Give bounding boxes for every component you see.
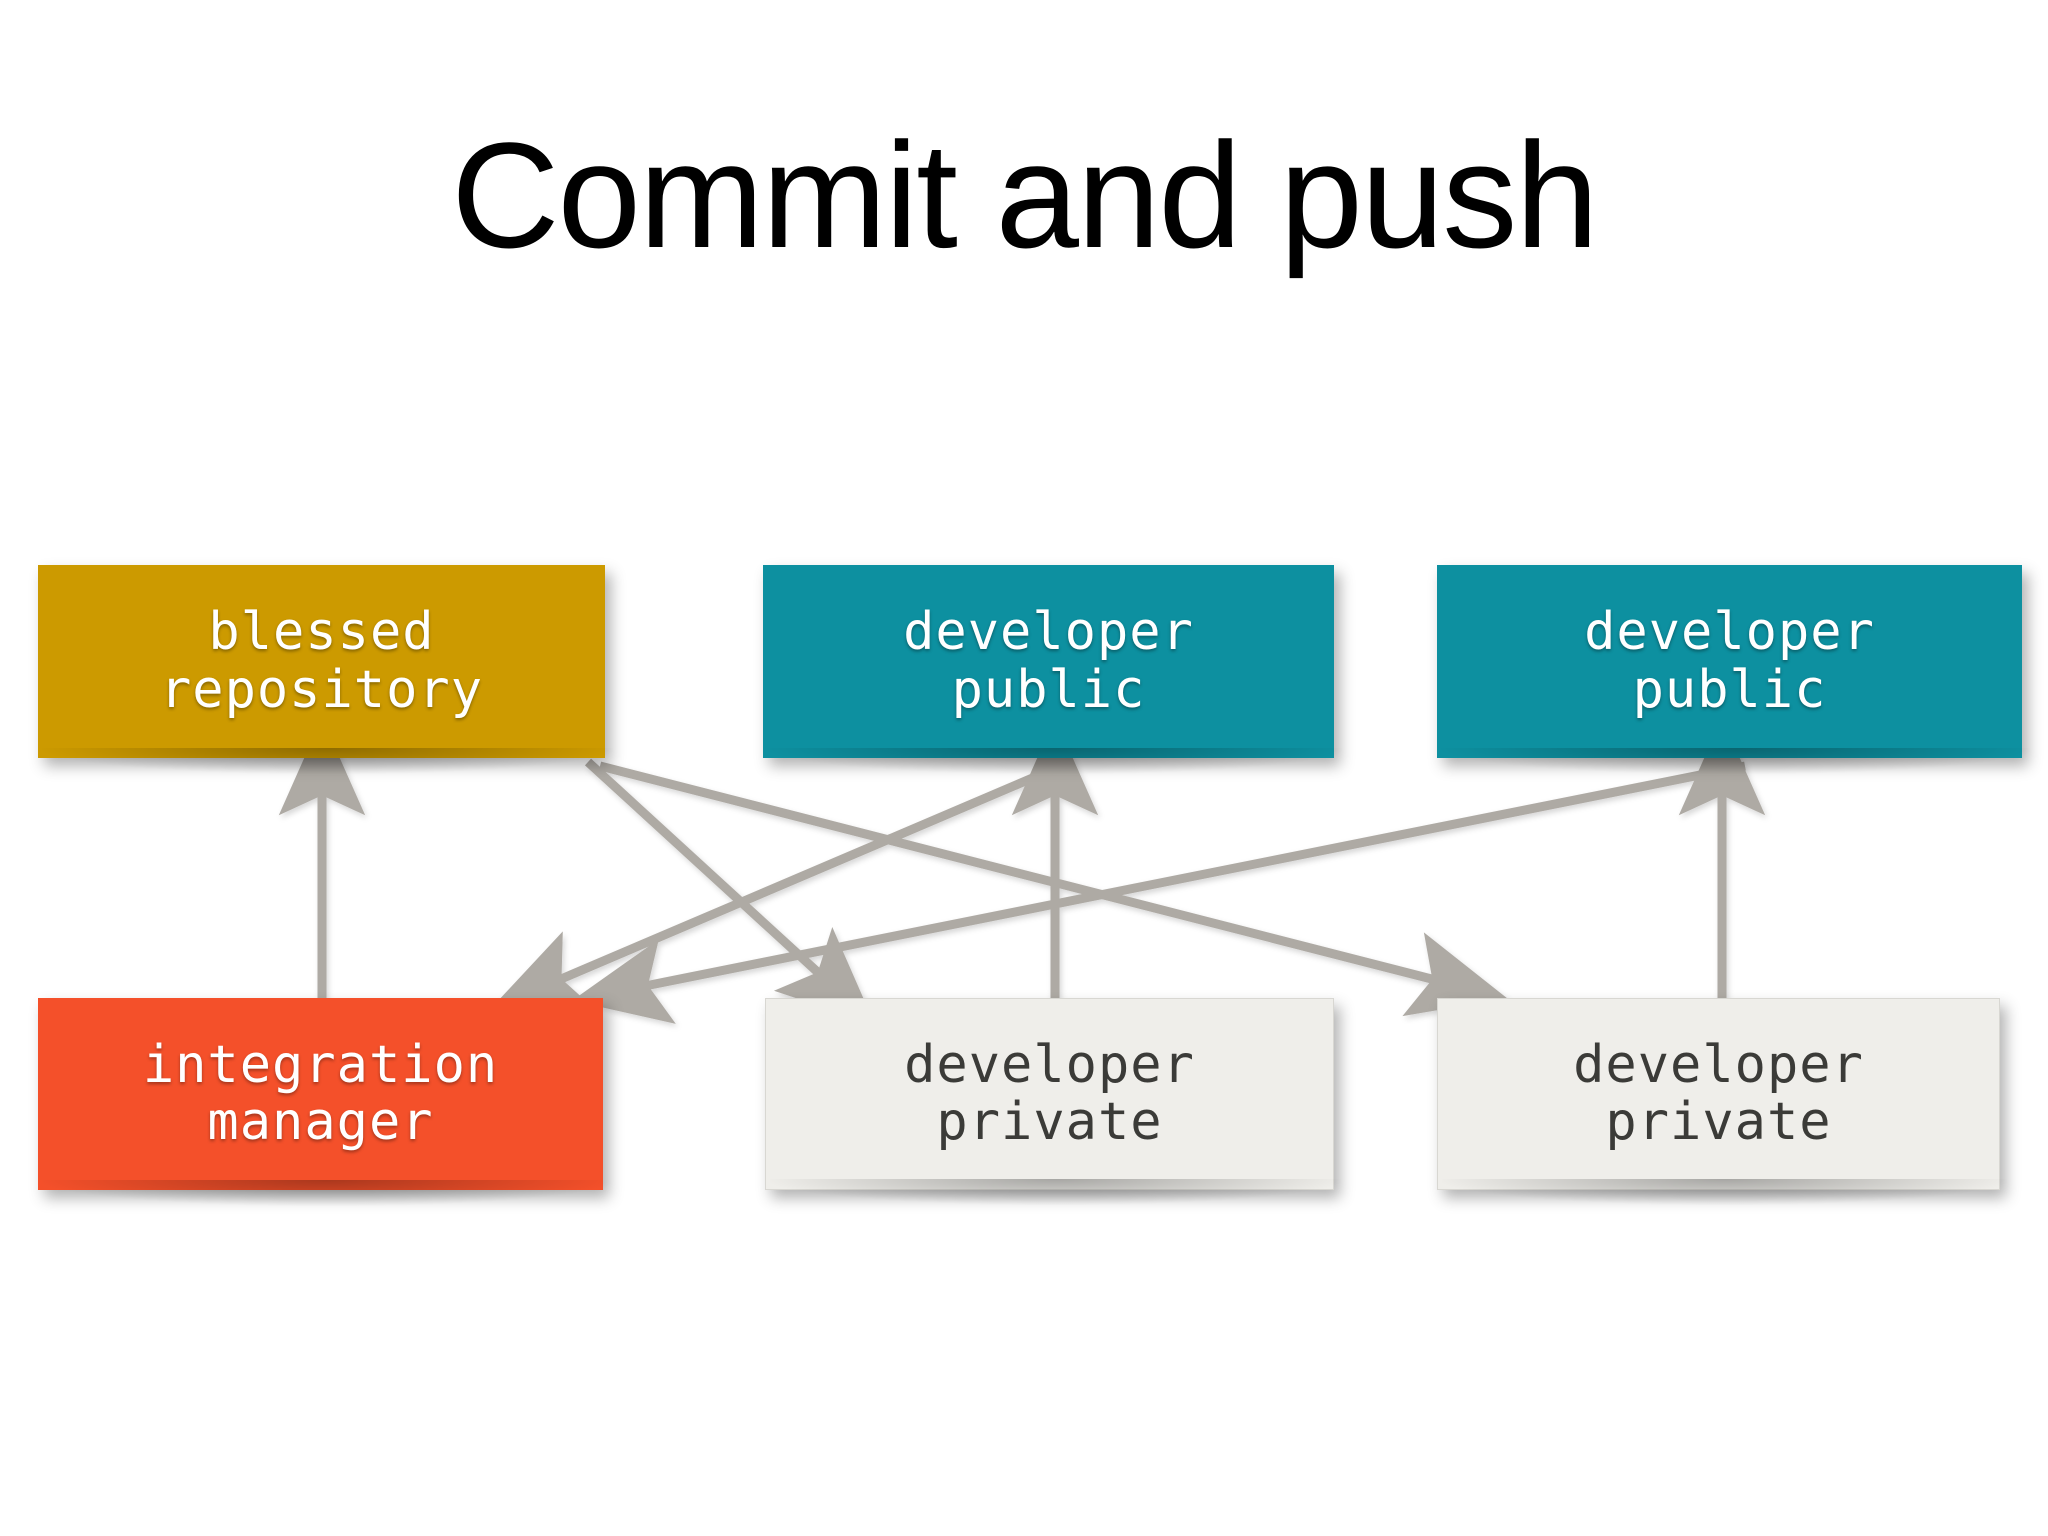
page-title: Commit and push [451, 111, 1599, 279]
node-label-line1: blessed [208, 602, 435, 663]
node-label-line2: public [1632, 659, 1827, 720]
node-developer-public-2[interactable]: developer public [1437, 565, 2030, 774]
node-developer-private-1[interactable]: developer private [765, 998, 1341, 1205]
edge-fetch-public1-to-integration-manager [490, 757, 1072, 1011]
edge-fetch-blessed-to-private1 [584, 758, 875, 1025]
node-developer-public-1[interactable]: developer public [763, 565, 1342, 774]
node-blessed-repository[interactable]: blessed repository [38, 565, 613, 774]
node-label-line1: developer [904, 1034, 1195, 1095]
node-developer-private-2[interactable]: developer private [1437, 998, 2007, 1205]
edge-fetch-public2-to-integration-manager [572, 761, 1746, 1024]
node-label-line1: developer [1584, 602, 1875, 663]
node-label-line1: integration [142, 1034, 499, 1095]
node-label-line2: private [1605, 1092, 1832, 1152]
node-label-line1: developer [1573, 1034, 1864, 1095]
node-label-line2: repository [159, 659, 484, 720]
node-label-line2: public [951, 659, 1146, 720]
node-label-line1: developer [903, 602, 1194, 663]
node-label-line2: private [936, 1092, 1163, 1152]
edge-fetch-blessed-to-private2 [598, 761, 1508, 1017]
node-integration-manager[interactable]: integration manager [38, 998, 611, 1206]
node-label-line2: manager [207, 1092, 434, 1152]
